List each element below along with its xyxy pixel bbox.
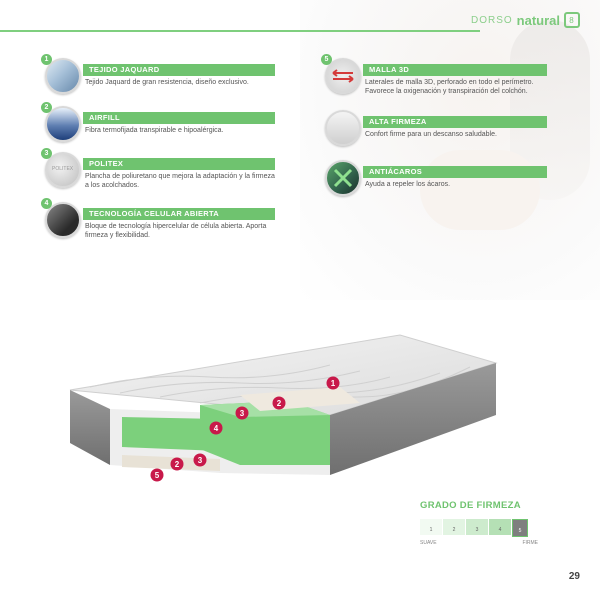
feature-number: 5 bbox=[321, 54, 332, 65]
brand-name: natural bbox=[516, 12, 560, 28]
airfill-layer bbox=[240, 387, 360, 411]
feature-description: Tejido Jaquard de gran resistencia, dise… bbox=[85, 79, 249, 86]
feature-description: Fibra termofijada transpirable e hipoalé… bbox=[85, 127, 224, 134]
brand-prefix: DORSO bbox=[470, 14, 513, 26]
firmness-low-label: SUAVE bbox=[420, 540, 437, 546]
brand-mark-icon: 8 bbox=[564, 12, 580, 28]
feature-title: MALLA 3D bbox=[363, 64, 547, 76]
page-number: 29 bbox=[568, 571, 580, 582]
feature-number: 3 bbox=[41, 148, 52, 159]
feature-number: 4 bbox=[41, 198, 52, 209]
badge-2-top: 2 bbox=[277, 399, 282, 408]
mite-cross-icon bbox=[333, 168, 353, 188]
firmness-title: GRADO DE FIRMEZA bbox=[420, 500, 521, 511]
mattress-cutaway-illustration: 1 2 3 4 2 3 5 bbox=[69, 334, 498, 482]
firmness-high-label: FIRME bbox=[522, 540, 538, 546]
mattress-front-side bbox=[70, 390, 110, 465]
high-firmness-icon bbox=[325, 110, 361, 146]
badge-5: 5 bbox=[155, 471, 160, 480]
feature-number: 2 bbox=[41, 102, 52, 113]
feature-title: ANTIÁCAROS bbox=[363, 166, 547, 178]
feature-description: Confort firme para un descanso saludable… bbox=[365, 131, 497, 138]
firmness-scale: GRADO DE FIRMEZA 1 2 3 4 5 SUAVE FIRME bbox=[420, 500, 550, 546]
mesh-arrows-icon bbox=[332, 69, 354, 83]
politex-foam-icon: POLITEX bbox=[45, 152, 81, 188]
feature-description: Laterales de malla 3D, perforado en todo… bbox=[365, 79, 534, 95]
feature-description: Ayuda a repeler los ácaros. bbox=[365, 181, 451, 188]
feature-tecnologia-celular: 4 TECNOLOGÍA CELULAR ABIERTA Bloque de t… bbox=[41, 198, 275, 246]
firmness-level-4: 4 bbox=[489, 519, 511, 535]
firmness-level-1: 1 bbox=[420, 519, 442, 535]
feature-title: AIRFILL bbox=[83, 112, 275, 124]
badge-2-bottom: 2 bbox=[175, 460, 180, 469]
anti-mite-icon bbox=[325, 160, 361, 196]
firmness-level-bar: 1 2 3 4 5 bbox=[420, 519, 550, 537]
feature-tejido-jaquard: 1 TEJIDO JAQUARD Tejido Jaquard de gran … bbox=[41, 54, 275, 98]
feature-airfill: 2 AIRFILL Fibra termofijada transpirable… bbox=[41, 102, 275, 146]
badge-3-top: 3 bbox=[240, 409, 245, 418]
firmness-range-labels: SUAVE FIRME bbox=[420, 540, 538, 546]
open-cell-foam-icon bbox=[45, 202, 81, 238]
face-shape bbox=[420, 150, 540, 230]
brand-logo: DORSO natural 8 bbox=[471, 12, 580, 28]
feature-title: TEJIDO JAQUARD bbox=[83, 64, 275, 76]
jaquard-fabric-icon bbox=[45, 58, 81, 94]
badge-1: 1 bbox=[331, 379, 336, 388]
badge-3-bottom: 3 bbox=[198, 456, 203, 465]
politex-icon-text: POLITEX bbox=[52, 166, 74, 172]
firmness-level-5-selected: 5 bbox=[512, 519, 528, 537]
feature-title: TECNOLOGÍA CELULAR ABIERTA bbox=[83, 208, 275, 220]
firmness-level-2: 2 bbox=[443, 519, 465, 535]
foam-layer-left bbox=[122, 417, 220, 451]
3d-mesh-icon bbox=[325, 58, 361, 94]
background-sleeping-woman-photo bbox=[300, 0, 600, 300]
feature-antiacaros: ANTIÁCAROS Ayuda a repeler los ácaros. bbox=[325, 160, 555, 200]
feature-description: Bloque de tecnología hipercelular de cél… bbox=[85, 223, 267, 239]
feature-title: ALTA FIRMEZA bbox=[363, 116, 547, 128]
header-rule bbox=[0, 30, 480, 32]
feature-politex: POLITEX 3 POLITEX Plancha de poliuretano… bbox=[41, 148, 275, 196]
foam-layer-center bbox=[200, 401, 330, 465]
firmness-level-3: 3 bbox=[466, 519, 488, 535]
badge-4: 4 bbox=[214, 424, 219, 433]
layer-badges: 1 2 3 4 2 3 5 bbox=[150, 376, 340, 482]
feature-malla-3d: 5 MALLA 3D Laterales de malla 3D, perfor… bbox=[321, 54, 555, 102]
mattress-right-side bbox=[330, 363, 496, 475]
airfill-fiber-icon bbox=[45, 106, 81, 142]
feature-title: POLITEX bbox=[83, 158, 275, 170]
feature-description: Plancha de poliuretano que mejora la ada… bbox=[85, 173, 275, 189]
feature-number: 1 bbox=[41, 54, 52, 65]
feature-alta-firmeza: ALTA FIRMEZA Confort firme para un desca… bbox=[325, 110, 555, 150]
